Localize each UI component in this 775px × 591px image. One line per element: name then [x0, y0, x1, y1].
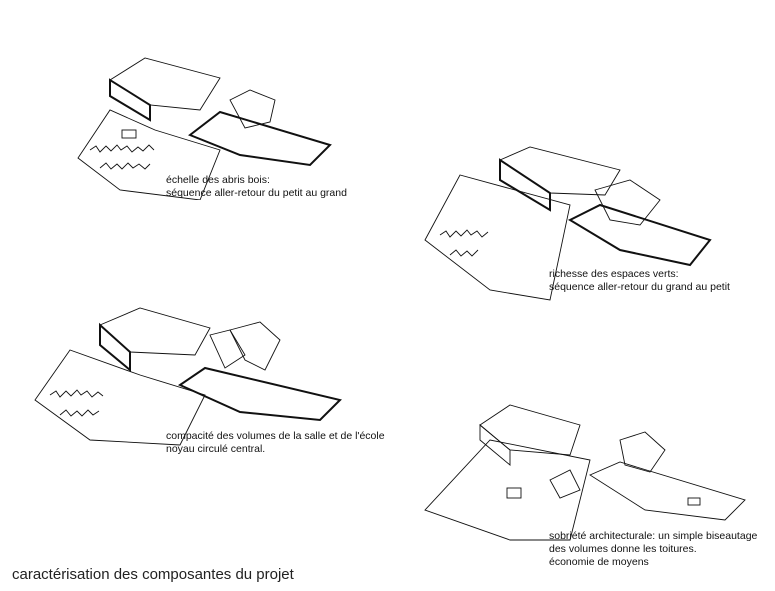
axonometric-panel-3 — [30, 300, 350, 450]
caption-line: richesse des espaces verts: — [549, 268, 679, 280]
main-hall-roof — [109, 57, 221, 111]
main-hall-roof — [99, 307, 211, 356]
side-volume — [549, 469, 581, 499]
tree-line — [439, 229, 489, 257]
grey-path — [589, 461, 746, 521]
caption-line: noyau circulé central. — [166, 443, 266, 455]
corridor — [567, 203, 712, 267]
ground-plane — [34, 349, 206, 446]
caption-line: séquence aller-retour du grand au petit — [549, 281, 730, 293]
small-shelter — [506, 487, 522, 499]
axonometric-panel-1 — [70, 50, 350, 200]
school-roof — [229, 321, 281, 371]
central-core — [209, 329, 246, 369]
small-shelter — [121, 129, 137, 139]
wing-roof — [229, 89, 276, 129]
caption-line: échelle des abris bois: — [166, 174, 270, 186]
caption-panel-1: échelle des abris bois: séquence aller-r… — [166, 174, 347, 200]
caption-line: sobriété architecturale: un simple bisea… — [549, 530, 758, 542]
axonometric-panel-4 — [420, 400, 750, 545]
wing-roof — [619, 431, 666, 473]
opening — [687, 497, 701, 506]
school-corridor — [177, 366, 342, 422]
caption-line: économie de moyens — [549, 556, 649, 568]
axonometric-panel-2 — [420, 145, 720, 305]
tree-line — [89, 144, 155, 170]
main-hall-wall — [109, 78, 151, 122]
ground-plane — [424, 439, 591, 541]
caption-panel-4: sobriété architecturale: un simple bisea… — [549, 530, 757, 569]
corridor — [187, 110, 332, 167]
main-hall-roof — [479, 404, 581, 456]
caption-panel-3: compacité des volumes de la salle et de … — [166, 430, 385, 456]
caption-line: compacité des volumes de la salle et de … — [166, 430, 385, 442]
caption-panel-2: richesse des espaces verts: séquence all… — [549, 268, 730, 294]
green-ground — [424, 174, 571, 301]
main-hall-wall — [99, 322, 131, 373]
page-title: caractérisation des composantes du proje… — [12, 566, 294, 583]
main-hall-wall — [479, 424, 511, 466]
caption-line: séquence aller-retour du petit au grand — [166, 187, 347, 199]
ground-plane — [77, 109, 221, 200]
caption-line: des volumes donne les toitures. — [549, 543, 697, 555]
main-hall-wall — [499, 158, 551, 212]
tree-line — [49, 389, 104, 417]
courtyard — [594, 179, 661, 226]
